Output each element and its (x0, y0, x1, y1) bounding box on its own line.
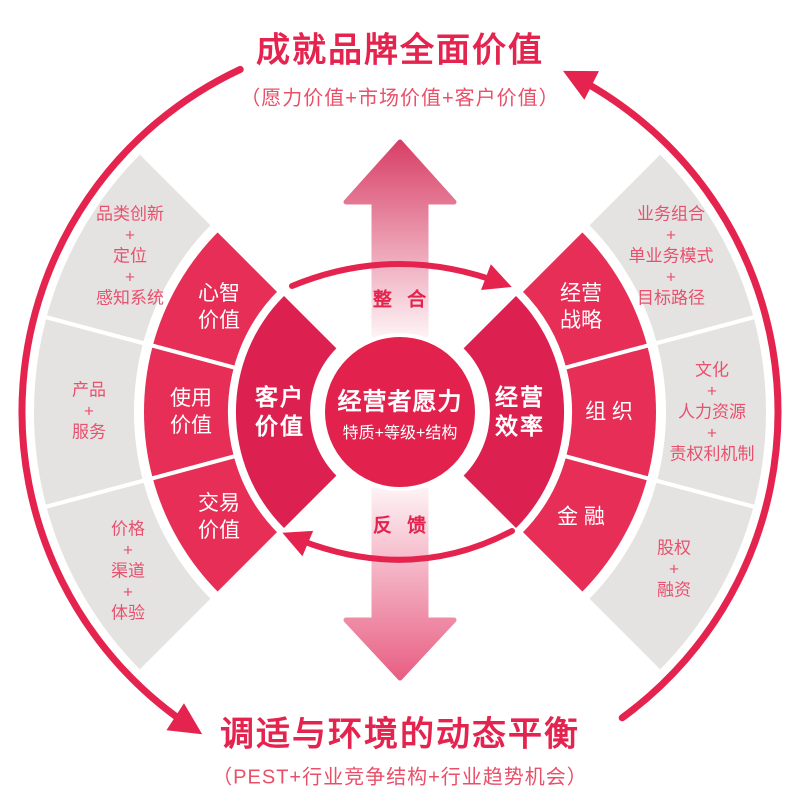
outer-segment-price-channel (42, 477, 217, 676)
middle-segment-transaction-value (148, 453, 283, 598)
inner-wedges (235, 296, 565, 528)
up-arrow (343, 139, 457, 338)
outer-segment-culture-hr (652, 314, 770, 510)
down-arrow (343, 487, 457, 681)
inner-wedge-customer-value (235, 296, 337, 528)
outer-cycle-arrow-left (18, 65, 244, 735)
outer-cycle-arrow-right (562, 70, 782, 722)
feedback-arrow (282, 528, 515, 563)
outer-segment-equity-financing (583, 477, 758, 676)
outer-segment-product-service (30, 314, 148, 510)
middle-ring (140, 226, 660, 598)
middle-segment-finance (517, 453, 652, 598)
inner-wedge-operating-efficiency (463, 296, 565, 528)
integration-arrow (289, 261, 512, 291)
center-circle (321, 333, 479, 491)
outer-ring (30, 148, 770, 676)
